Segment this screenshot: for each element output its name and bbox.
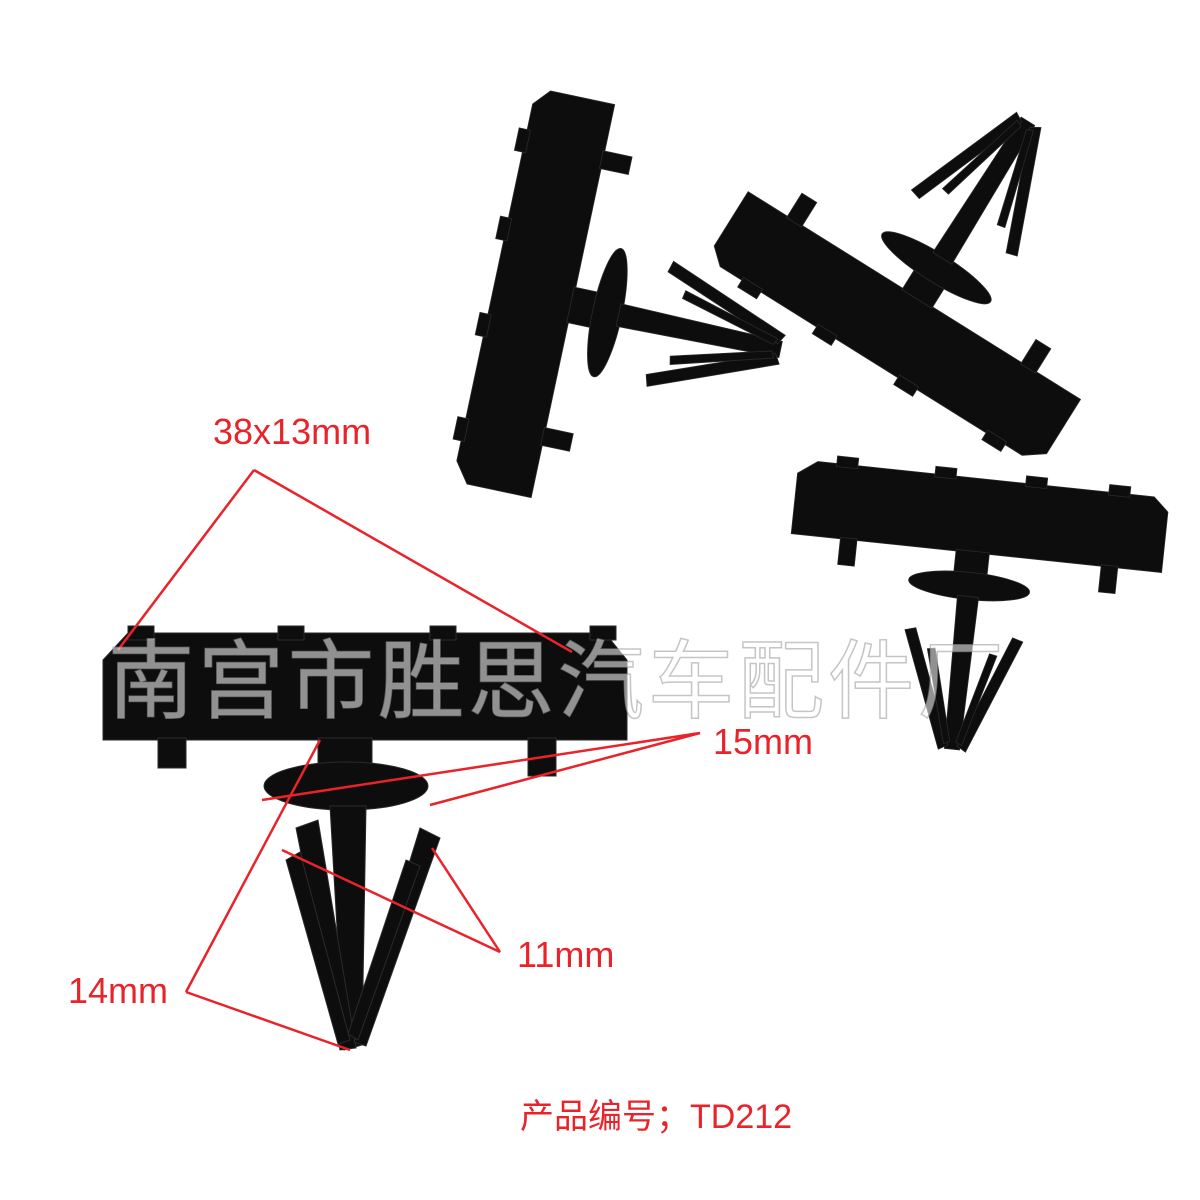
dimension-label-leg-width: 11mm <box>517 934 615 975</box>
clip-top <box>444 85 826 543</box>
clip-main <box>102 625 628 1051</box>
dimension-label-leg-length: 14mm <box>68 970 169 1011</box>
dimension-label-cap: 15mm <box>713 721 814 762</box>
product-code: 产品编号；TD212 <box>520 1098 793 1136</box>
dimension-lines <box>117 468 701 1052</box>
dimension-label-overall: 38x13mm <box>213 411 372 452</box>
clip-right-diagonal <box>701 13 1193 474</box>
clip-bottom-right <box>770 451 1171 771</box>
